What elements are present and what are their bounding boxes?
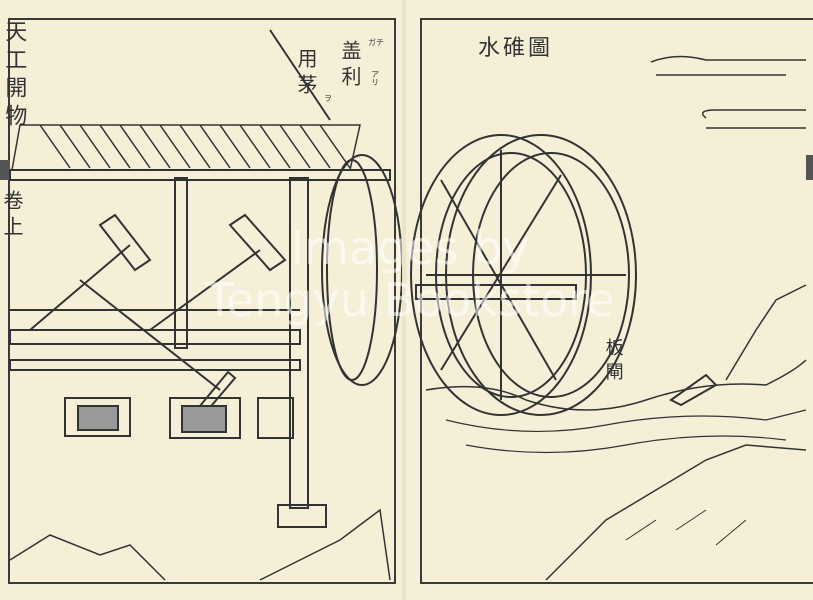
margin-volume: 卷上 [0,190,24,242]
watermark: Images by Tengyu Bookstore [180,222,640,326]
right-page: 水碓圖 板閘 [406,0,813,600]
watermark-line2: Tengyu Bookstore [205,273,615,327]
annotation-kana3: ヲ [324,94,332,103]
margin-fish-tail [806,155,813,180]
annotation-col1: 盖利 [338,40,362,92]
margin-title: 天工開物 [1,20,27,132]
left-page: 天工開物 卷上 盖利 用茅 ガチ アリ ヲ [0,0,404,600]
illustration-title: 水碓圖 [478,36,554,61]
annotation-col2: 用茅 [294,48,318,100]
trip-hammer-illustration [9,29,403,581]
annotation-kana2: アリ [370,70,380,86]
water-wheel-illustration [410,55,807,581]
annotation-kana1: ガチ [368,38,384,47]
right-page-frame [420,18,813,584]
book-gutter [402,0,408,600]
left-page-frame [8,18,396,584]
watermark-line1: Images by [290,221,530,275]
margin-fish-tail [0,160,10,180]
